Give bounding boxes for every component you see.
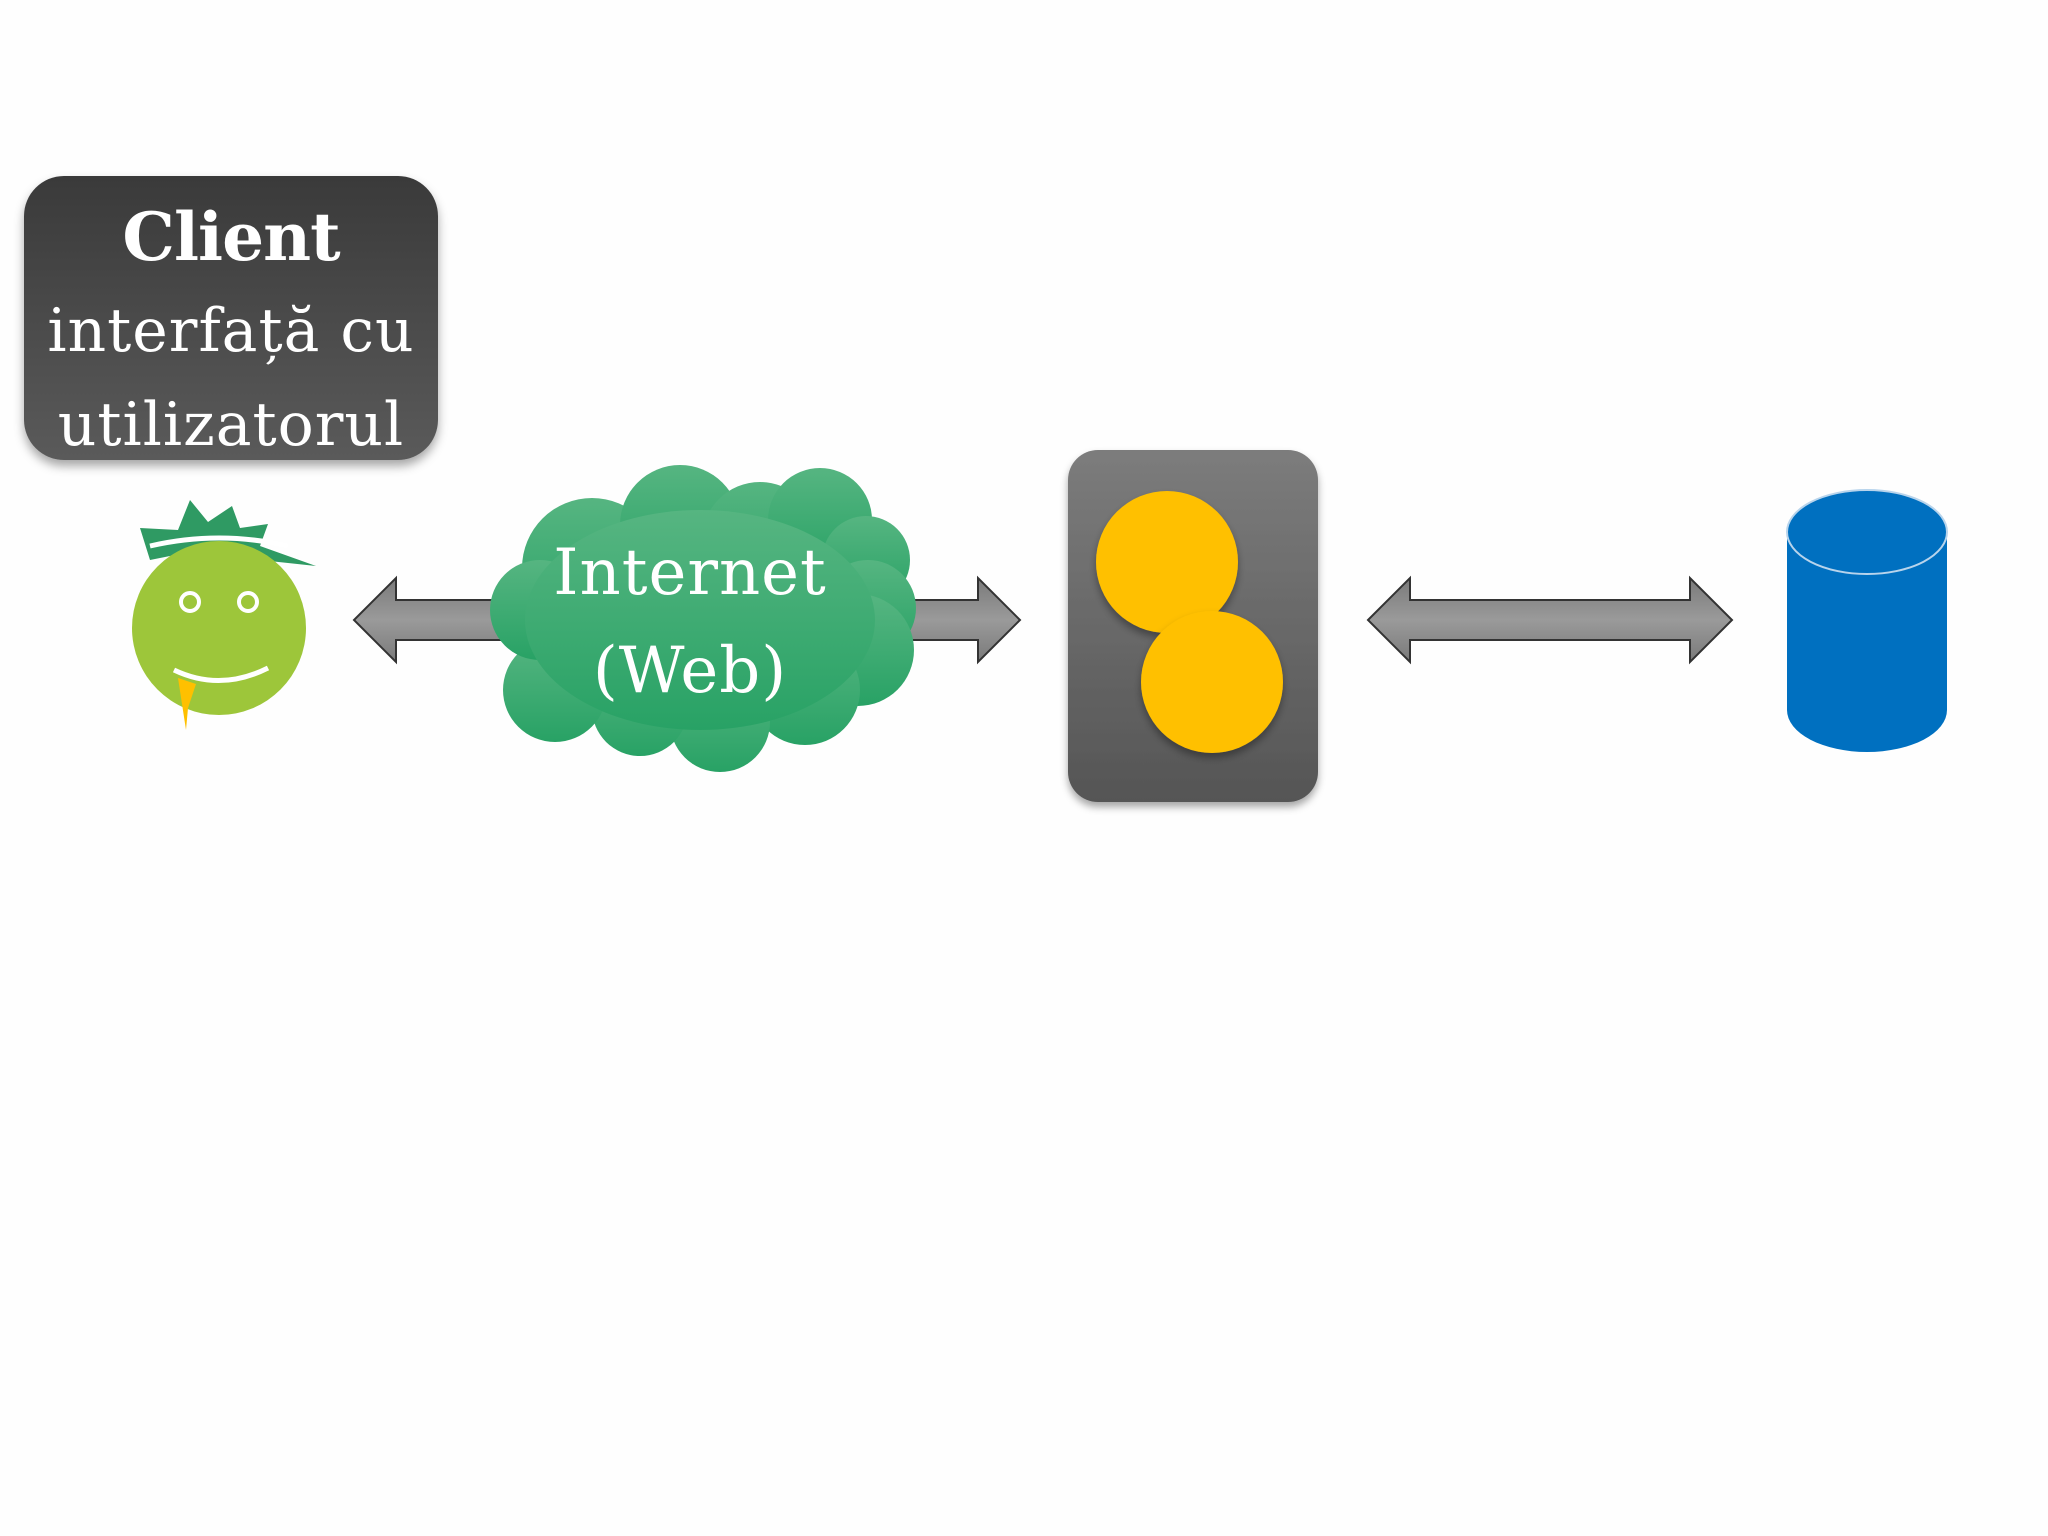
cloud-label-line2: (Web) bbox=[592, 634, 788, 708]
server-icon bbox=[1068, 450, 1318, 802]
client-subtitle-line1: interfață cu bbox=[47, 296, 415, 366]
server-database-arrow bbox=[1366, 575, 1734, 665]
cloud-label-line1: Internet bbox=[553, 536, 827, 610]
client-title: Client bbox=[122, 198, 340, 276]
database-icon bbox=[1786, 489, 1948, 752]
smiley-icon bbox=[132, 500, 316, 730]
cloud-icon bbox=[490, 465, 916, 772]
cloud-label: Internet (Web) bbox=[520, 524, 860, 720]
client-label-box: Client interfață cu utilizatorul bbox=[24, 176, 438, 460]
client-subtitle-line2: utilizatorul bbox=[57, 390, 405, 460]
